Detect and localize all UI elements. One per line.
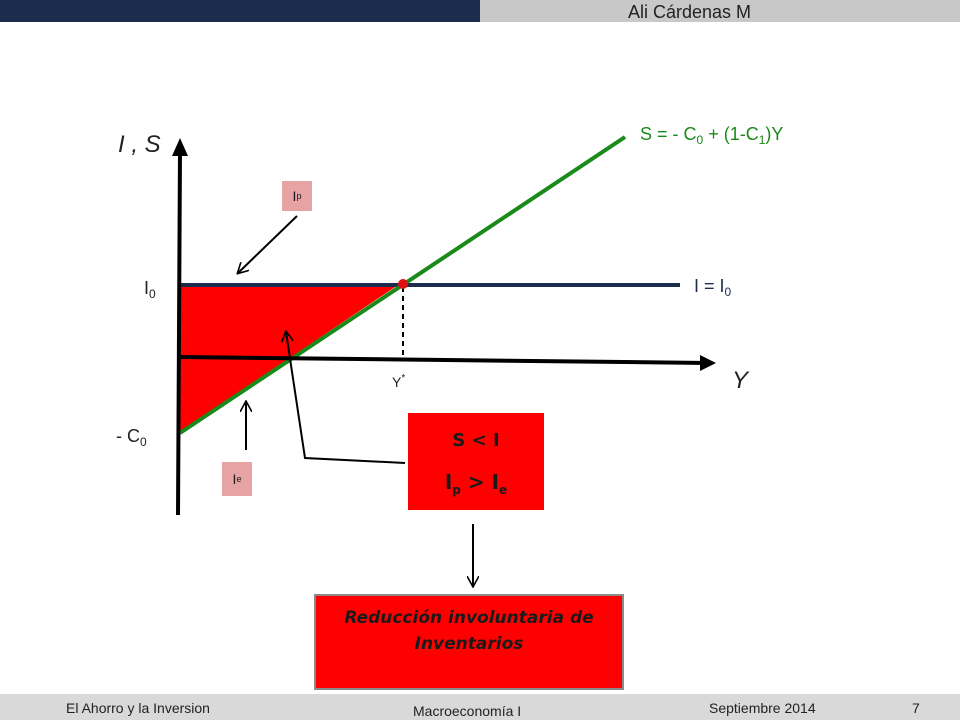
ip-arrow: [238, 215, 298, 273]
header-bar: Ali Cárdenas M: [0, 0, 960, 22]
i0-tick-label: I0: [144, 278, 156, 301]
author-name: Ali Cárdenas M: [628, 2, 752, 22]
saving-function-label: S = - C0 + (1-C1)Y: [640, 124, 783, 147]
vertical-axis: [176, 149, 182, 516]
footer-course-topic: El Ahorro y la Inversion: [66, 700, 210, 716]
header-bar-dark: [0, 0, 480, 22]
condition-box: S < I Ip > Ie: [408, 413, 544, 510]
equilibrium-point: [398, 279, 408, 289]
horizontal-axis-label: Y: [732, 367, 750, 394]
vertical-axis-arrowhead: [172, 138, 188, 156]
page-number: 7: [912, 700, 920, 716]
footer-course-name: Macroeconomía I: [413, 703, 522, 719]
condition-arrow: [286, 332, 406, 464]
y-income-axis-arrowhead: [700, 355, 716, 371]
vertical-axis-label: I , S: [118, 131, 161, 158]
investment-function-label: I = I0: [694, 276, 732, 299]
result-box: Reducción involuntaria de Inventarios: [314, 594, 624, 690]
equilibrium-income-label: Y*: [392, 373, 405, 390]
saving-less-investment: S < I: [452, 430, 500, 451]
inventory-reduction-text: Reducción involuntaria de Inventarios: [344, 608, 594, 654]
y-income-axis: [179, 355, 709, 365]
neg-c0-tick-label: - C0: [116, 426, 147, 449]
footer-bar: [0, 694, 960, 720]
header-bar-light: [480, 0, 960, 22]
footer-date: Septiembre 2014: [709, 700, 816, 716]
planned-greater-effective: Ip > Ie: [444, 470, 508, 497]
